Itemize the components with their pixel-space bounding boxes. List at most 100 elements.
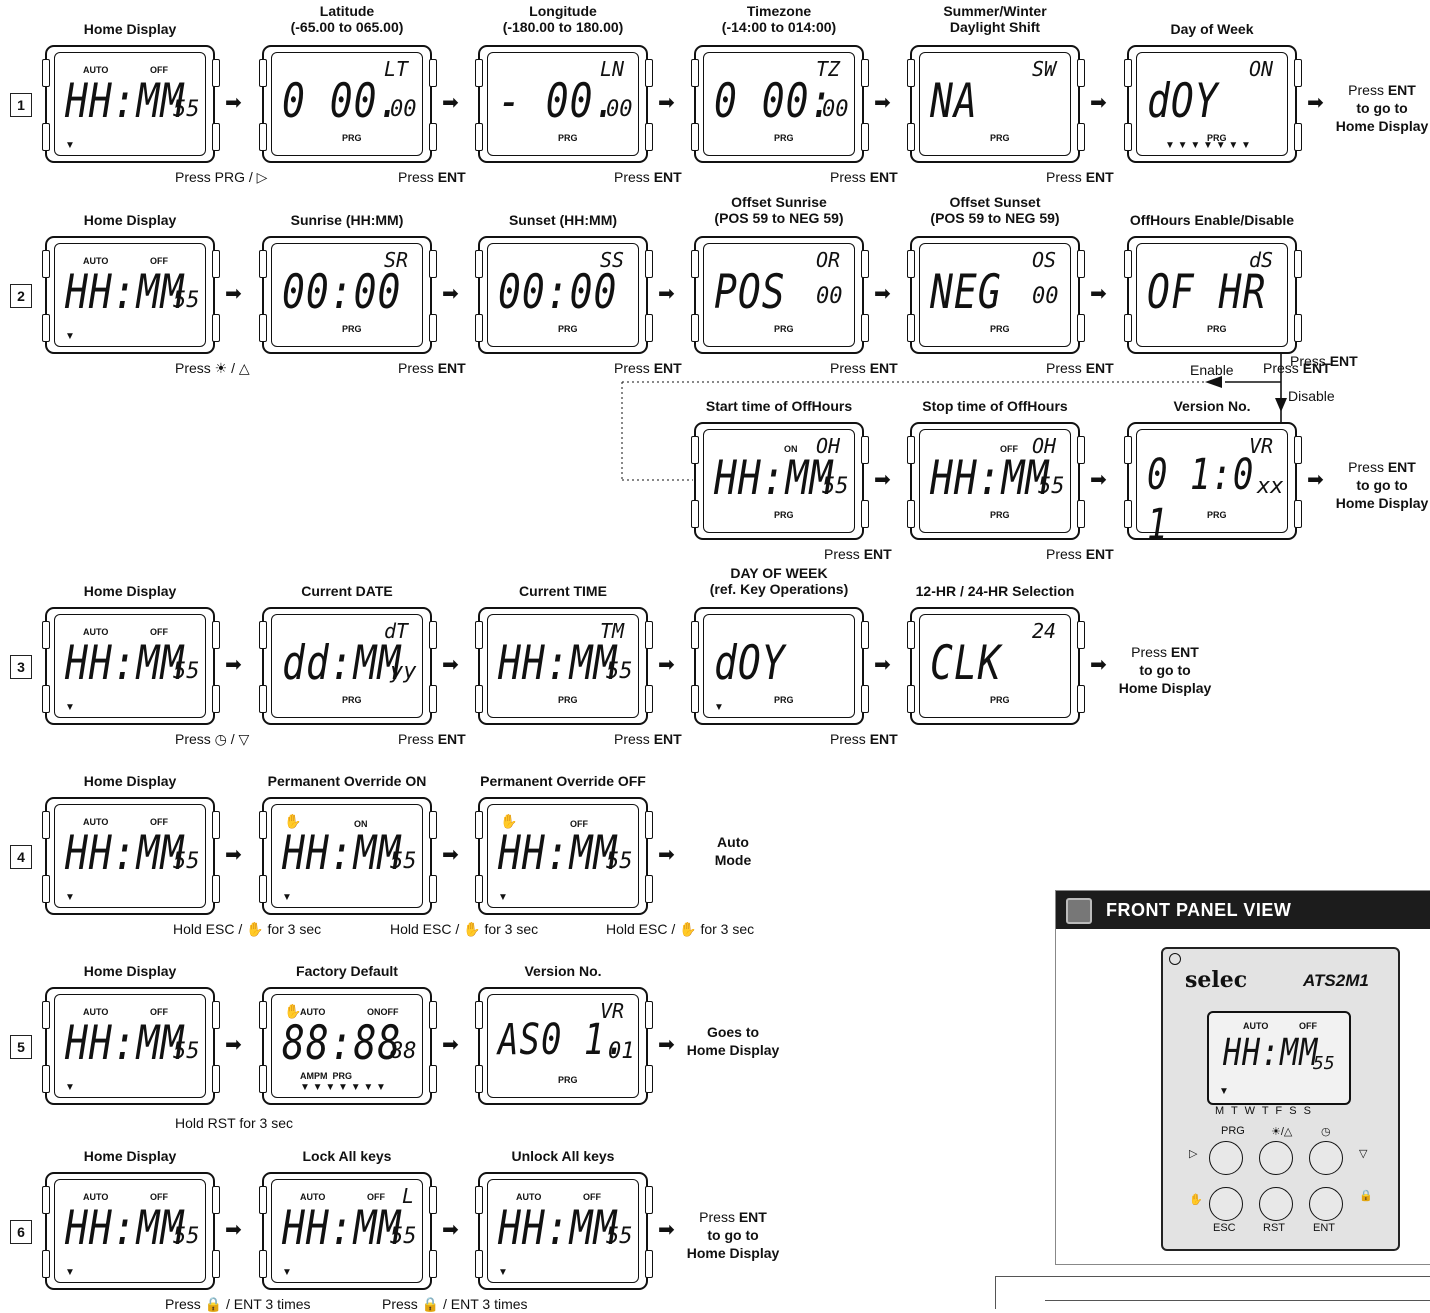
lcd-seconds-digits: 00 bbox=[390, 97, 417, 122]
key-instruction: Press ENT bbox=[614, 360, 682, 376]
key-instruction: Press ENT bbox=[614, 169, 682, 185]
lcd-seconds-digits: 88 bbox=[390, 1039, 417, 1064]
bezel-tab bbox=[861, 685, 869, 713]
lcd-parameter-code: VR bbox=[600, 999, 625, 1023]
lcd-status-label: OFF bbox=[150, 627, 168, 637]
bezel-tab bbox=[429, 1186, 437, 1214]
lcd-main-digits: CLK bbox=[930, 635, 1002, 690]
panel-button-sunrise-up[interactable] bbox=[1259, 1141, 1293, 1175]
bezel-tab bbox=[42, 875, 50, 903]
lcd-status-label: OFF bbox=[150, 65, 168, 75]
lcd-outer-bezel bbox=[478, 45, 648, 163]
lcd-main-digits: HH:MM bbox=[498, 825, 618, 880]
bezel-tab bbox=[212, 685, 220, 713]
key-instruction: Press ENT bbox=[830, 731, 898, 747]
bottom-rule bbox=[1045, 1300, 1430, 1301]
lcd-seconds-digits: 55 bbox=[173, 659, 200, 684]
day-indicator-arrows: ▼ bbox=[498, 1267, 508, 1278]
key-instruction: Press ENT bbox=[398, 731, 466, 747]
lcd-main-digits: NA bbox=[930, 73, 978, 128]
lcd-bottom-indicators: AMPM PRG bbox=[300, 1071, 353, 1081]
lcd-inner-display bbox=[54, 804, 206, 908]
final-line: to go to bbox=[1139, 662, 1191, 678]
lcd-parameter-code: dS bbox=[1249, 248, 1274, 272]
bezel-tab bbox=[475, 250, 483, 278]
bezel-tab bbox=[429, 314, 437, 342]
lcd-main-digits: HH:MM bbox=[65, 73, 185, 128]
lcd-outer-bezel bbox=[1127, 422, 1297, 540]
lcd-prg-indicator: PRG bbox=[1207, 324, 1227, 334]
bezel-tab bbox=[475, 1250, 483, 1278]
lcd-prg-indicator: PRG bbox=[558, 133, 578, 143]
lcd-parameter-code: OH bbox=[1032, 434, 1057, 458]
lcd-inner-display bbox=[703, 614, 855, 718]
lcd-frame bbox=[907, 607, 1085, 725]
lcd-seconds-digits: 55 bbox=[1313, 1053, 1335, 1074]
lcd-inner-display bbox=[271, 243, 423, 347]
key-instruction: Press ☀ / △ bbox=[175, 360, 250, 376]
bezel-tab bbox=[1077, 621, 1085, 649]
key-instruction: Hold ESC / ✋ for 3 sec bbox=[606, 921, 755, 937]
bezel-tab bbox=[42, 123, 50, 151]
screen-title: Summer/Winter Daylight Shift bbox=[943, 3, 1047, 35]
lcd-seconds-digits: 00 bbox=[606, 97, 633, 122]
day-indicator-arrows: ▼ ▼ ▼ ▼ ▼ ▼ ▼ bbox=[1165, 140, 1251, 151]
lcd-frame bbox=[1124, 422, 1302, 540]
panel-button-prg[interactable] bbox=[1209, 1141, 1243, 1175]
lcd-main-digits: HH:MM bbox=[65, 264, 185, 319]
lcd-main-digits: 88:88 bbox=[282, 1015, 402, 1070]
bezel-tab bbox=[429, 875, 437, 903]
panel-button-esc[interactable] bbox=[1209, 1187, 1243, 1221]
day-indicator-arrows: ▼ bbox=[65, 140, 75, 151]
final-ent: ENT bbox=[738, 1209, 767, 1225]
lcd-parameter-code: OS bbox=[1032, 248, 1057, 272]
final-line: to go to bbox=[1356, 100, 1408, 116]
bezel-tab bbox=[1124, 314, 1132, 342]
lcd-inner-display bbox=[271, 804, 423, 908]
lcd-outer-bezel bbox=[910, 607, 1080, 725]
lcd-inner-display bbox=[1136, 243, 1288, 347]
press-text: Press bbox=[1046, 360, 1086, 376]
flow-arrow: ➡ bbox=[1090, 654, 1107, 676]
bezel-tab bbox=[212, 811, 220, 839]
day-indicator-arrows: ▼ bbox=[65, 1267, 75, 1278]
day-indicator-arrows: ▼ bbox=[65, 331, 75, 342]
screen-title: Offset Sunrise (POS 59 to NEG 59) bbox=[714, 194, 844, 226]
flow-arrow: ➡ bbox=[658, 844, 675, 866]
key-instruction: Press ENT bbox=[1046, 169, 1114, 185]
lcd-main-digits: dd:MM bbox=[282, 635, 402, 690]
lcd-main-digits: 0 00. bbox=[282, 73, 402, 128]
lcd-frame bbox=[1124, 45, 1302, 163]
screen-title: Day of Week bbox=[1170, 21, 1254, 37]
bezel-tab bbox=[429, 685, 437, 713]
panel-button-ent[interactable] bbox=[1309, 1187, 1343, 1221]
bezel-tab bbox=[1077, 685, 1085, 713]
day-indicator-arrows: ▼ bbox=[714, 702, 724, 713]
lcd-inner-display bbox=[703, 429, 855, 533]
panel-button-clock-down[interactable] bbox=[1309, 1141, 1343, 1175]
bezel-tab bbox=[691, 250, 699, 278]
lcd-main-digits: HH:MM bbox=[282, 825, 402, 880]
key-instruction: Press ENT bbox=[824, 546, 892, 562]
key-instruction: Press PRG / ▷ bbox=[175, 169, 268, 185]
lcd-outer-bezel bbox=[262, 797, 432, 915]
key-instruction: Hold RST for 3 sec bbox=[175, 1115, 294, 1131]
flow-arrow: ➡ bbox=[225, 844, 242, 866]
lcd-status-label: OFF bbox=[150, 1192, 168, 1202]
lcd-inner-display bbox=[919, 52, 1071, 156]
lcd-seconds-digits: 55 bbox=[390, 1224, 417, 1249]
panel-button-rst[interactable] bbox=[1259, 1187, 1293, 1221]
bezel-tab bbox=[42, 811, 50, 839]
screen-title: Factory Default bbox=[296, 963, 398, 979]
lcd-inner-display bbox=[54, 614, 206, 718]
lcd-prg-indicator: PRG bbox=[774, 324, 794, 334]
lcd-frame bbox=[42, 797, 220, 915]
screen-title: Permanent Override ON bbox=[267, 773, 427, 789]
lcd-main-digits: HH:MM bbox=[65, 1015, 185, 1070]
